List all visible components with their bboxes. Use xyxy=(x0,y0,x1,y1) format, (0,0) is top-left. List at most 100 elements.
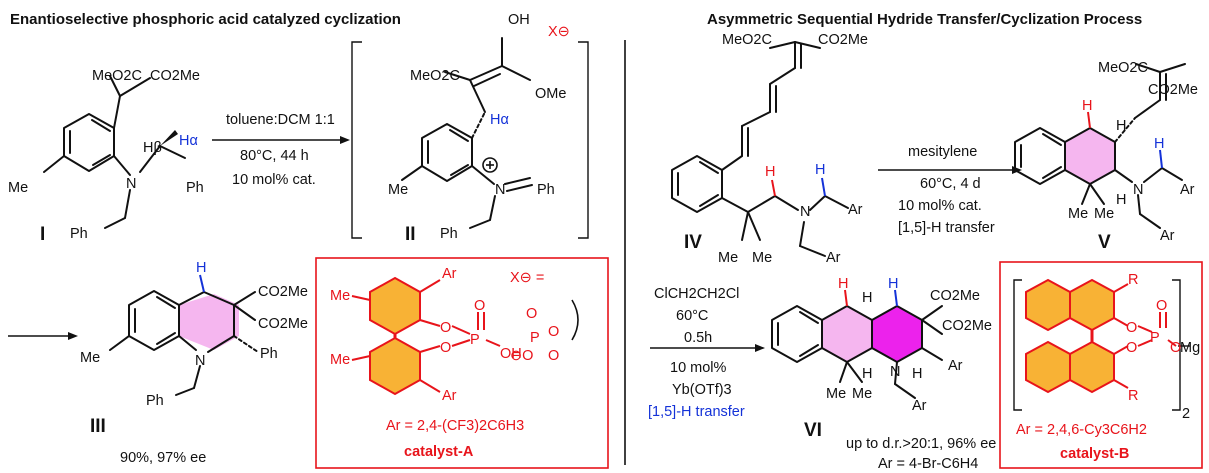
catalyst-B-box xyxy=(999,261,1203,469)
catA-ar-bottom: Ar xyxy=(442,388,457,404)
V-h-1: H xyxy=(1116,118,1126,134)
catA-ar-def: Ar = 2,4-(CF3)2C6H3 xyxy=(386,418,524,434)
cond-right-2: 60°C, 4 d xyxy=(920,176,981,192)
II-ome: OMe xyxy=(535,86,566,102)
catB-ar-def: Ar = 2,4,6-Cy3C6H2 xyxy=(1016,422,1147,438)
IV-me-1: Me xyxy=(718,250,738,266)
catB-name: catalyst-B xyxy=(1060,446,1129,462)
VI-h-red: H xyxy=(838,276,848,292)
III-n: N xyxy=(195,353,205,369)
IV-ar-1: Ar xyxy=(848,202,863,218)
cond-bottom-3: 0.5h xyxy=(684,330,712,346)
VI-h-3: H xyxy=(912,366,922,382)
III-co2me-1: CO2Me xyxy=(258,284,308,300)
V-ar-1: Ar xyxy=(1180,182,1195,198)
catA-o-2: O xyxy=(440,340,451,356)
cond-bottom-1: ClCH2CH2Cl xyxy=(654,286,739,302)
cond-left-3: 10 mol% cat. xyxy=(232,172,316,188)
catB-p: P xyxy=(1150,330,1160,346)
IV-meo2c: MeO2C xyxy=(722,32,772,48)
V-h-blue: H xyxy=(1154,136,1164,152)
V-co2me: CO2Me xyxy=(1148,82,1198,98)
catA-anion-o2: ⊖O xyxy=(510,348,533,364)
label-III: III xyxy=(90,416,106,437)
VI-co2me-1: CO2Me xyxy=(930,288,980,304)
cond-left-2: 80°C, 44 h xyxy=(240,148,309,164)
II-n: N xyxy=(495,182,505,198)
IV-co2me: CO2Me xyxy=(818,32,868,48)
I-h-alpha: Hα xyxy=(179,133,198,149)
V-h-red: H xyxy=(1082,98,1092,114)
catB-o-2: O xyxy=(1126,340,1137,356)
catalyst-A-box xyxy=(315,257,609,469)
catA-oh: OH xyxy=(500,346,522,362)
I-n: N xyxy=(126,176,136,192)
cond-bottom-4: 10 mol% xyxy=(670,360,727,376)
catA-anion-o4: O xyxy=(548,324,559,340)
catA-anion-p: P xyxy=(530,330,540,346)
V-h-2: H xyxy=(1116,192,1126,208)
catB-o-4: O xyxy=(1170,340,1181,356)
I-ph-benzyl: Ph xyxy=(70,226,88,242)
compound-III xyxy=(109,274,259,396)
catB-r-top: R xyxy=(1128,272,1138,288)
VI-ar-1: Ar xyxy=(948,358,963,374)
compound-V xyxy=(1014,63,1186,229)
II-meo2c: MeO2C xyxy=(410,68,460,84)
catA-p: P xyxy=(470,332,480,348)
VI-co2me-2: CO2Me xyxy=(942,318,992,334)
VI-me-2: Me xyxy=(852,386,872,402)
label-VI: VI xyxy=(804,420,822,441)
III-me: Me xyxy=(80,350,100,366)
catB-o-1: O xyxy=(1126,320,1137,336)
compound-II xyxy=(401,37,533,229)
cond-bottom-2: 60°C xyxy=(676,308,708,324)
VI-n: N xyxy=(890,364,900,380)
V-me-2: Me xyxy=(1094,206,1114,222)
bracket-II xyxy=(351,41,589,239)
II-h-alpha: Hα xyxy=(490,112,509,128)
catA-name: catalyst-A xyxy=(404,444,474,460)
II-ph-benzyl: Ph xyxy=(440,226,458,242)
catA-me-top: Me xyxy=(330,288,350,304)
III-h: H xyxy=(196,260,206,276)
cond-bottom-h-transfer: [1,5]-H transfer xyxy=(648,404,745,420)
catalyst-A-structure xyxy=(351,276,579,396)
IV-ar-2: Ar xyxy=(826,250,841,266)
catB-subscript-2: 2 xyxy=(1182,406,1190,422)
label-II: II xyxy=(405,224,416,245)
II-oh: OH xyxy=(508,12,530,28)
cond-right-3: 10 mol% cat. xyxy=(898,198,982,214)
VI-h-1: H xyxy=(862,290,872,306)
label-I: I xyxy=(40,224,45,245)
II-ph: Ph xyxy=(537,182,555,198)
catA-o-3: O xyxy=(474,298,485,314)
cond-right-4: [1,5]-H transfer xyxy=(898,220,995,236)
I-meo2c: MeO2C xyxy=(92,68,142,84)
catB-o-3: O xyxy=(1156,298,1167,314)
VI-result: up to d.r.>20:1, 96% ee xyxy=(846,436,996,452)
III-ph: Ph xyxy=(260,346,278,362)
catA-anion-o3: O xyxy=(548,348,559,364)
label-IV: IV xyxy=(684,232,702,253)
I-co2me: CO2Me xyxy=(150,68,200,84)
IV-h-blue: H xyxy=(815,162,825,178)
catB-mg: Mg xyxy=(1180,340,1200,356)
IV-h-red: H xyxy=(765,164,775,180)
III-co2me-2: CO2Me xyxy=(258,316,308,332)
compound-VI xyxy=(771,289,943,399)
I-ph: Ph xyxy=(186,180,204,196)
catB-r-bottom: R xyxy=(1128,388,1138,404)
compound-IV xyxy=(671,41,849,257)
V-n: N xyxy=(1133,182,1143,198)
V-me-1: Me xyxy=(1068,206,1088,222)
cond-left-1: toluene:DCM 1:1 xyxy=(226,112,335,128)
VI-ar-def: Ar = 4-Br-C6H4 xyxy=(878,456,978,472)
catA-anion-eq: X⊖ = xyxy=(510,270,544,286)
I-me: Me xyxy=(8,180,28,196)
III-yield: 90%, 97% ee xyxy=(120,450,206,466)
right-panel-title: Asymmetric Sequential Hydride Transfer/C… xyxy=(707,11,1142,28)
catA-o-1: O xyxy=(440,320,451,336)
compound-I xyxy=(43,75,186,229)
